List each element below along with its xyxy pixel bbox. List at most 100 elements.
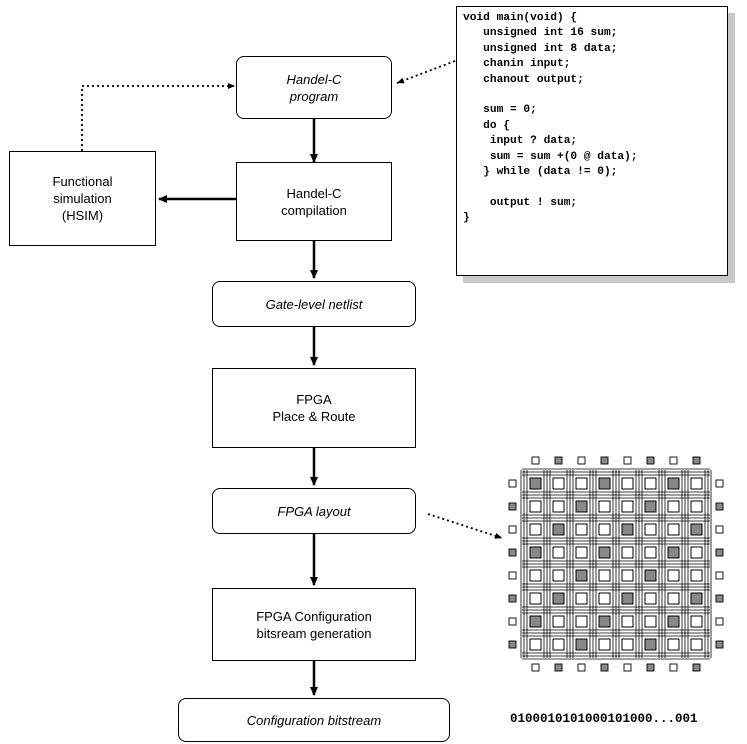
bitgen-line-1: FPGA Configuration bbox=[256, 608, 372, 624]
logic-block bbox=[598, 592, 611, 605]
io-pad bbox=[715, 594, 724, 603]
placeroute-line-1: FPGA bbox=[296, 392, 332, 407]
logic-block bbox=[667, 569, 680, 582]
io-pad bbox=[715, 617, 724, 626]
io-pad bbox=[669, 456, 678, 465]
logic-block bbox=[667, 523, 680, 536]
logic-block bbox=[621, 592, 634, 605]
code-line: chanin input; bbox=[463, 58, 571, 71]
program-line-1: Handel-C bbox=[286, 71, 342, 87]
logic-block bbox=[644, 500, 657, 513]
io-pad bbox=[646, 663, 655, 672]
handelc-code-listing: void main(void) { unsigned int 16 sum; u… bbox=[456, 6, 728, 276]
logic-block bbox=[644, 546, 657, 559]
logic-block bbox=[598, 569, 611, 582]
io-pad bbox=[715, 479, 724, 488]
logic-block bbox=[667, 546, 680, 559]
logic-block bbox=[575, 569, 588, 582]
io-pad bbox=[508, 617, 517, 626]
io-pad bbox=[531, 456, 540, 465]
code-line: unsigned int 16 sum; bbox=[463, 27, 618, 40]
logic-block bbox=[690, 569, 703, 582]
io-pad bbox=[508, 594, 517, 603]
logic-block bbox=[644, 592, 657, 605]
logic-block bbox=[621, 546, 634, 559]
io-pad bbox=[508, 479, 517, 488]
dotted-layout-fpga bbox=[427, 513, 503, 539]
code-line: do { bbox=[463, 119, 510, 132]
logic-block bbox=[552, 500, 565, 513]
io-pad bbox=[508, 548, 517, 557]
logic-block bbox=[575, 546, 588, 559]
simulation-line-1: Functional bbox=[52, 174, 113, 189]
io-pad bbox=[600, 663, 609, 672]
logic-block bbox=[690, 546, 703, 559]
code-line: sum = sum +(0 @ data); bbox=[463, 150, 638, 163]
logic-block bbox=[621, 569, 634, 582]
logic-block bbox=[621, 615, 634, 628]
logic-block bbox=[575, 592, 588, 605]
compilation-line-2: compilation bbox=[281, 202, 347, 218]
io-pad bbox=[623, 456, 632, 465]
io-pad bbox=[715, 548, 724, 557]
io-pad bbox=[508, 502, 517, 511]
logic-block bbox=[529, 592, 542, 605]
logic-block bbox=[598, 615, 611, 628]
logic-block bbox=[529, 477, 542, 490]
io-pad bbox=[692, 663, 701, 672]
code-line: output ! sum; bbox=[463, 196, 578, 209]
io-pad bbox=[669, 663, 678, 672]
compilation-line-1: Handel-C bbox=[286, 185, 342, 201]
io-pad bbox=[531, 663, 540, 672]
io-pad bbox=[508, 571, 517, 580]
logic-block bbox=[552, 569, 565, 582]
gate-level-netlist-box: Gate-level netlist bbox=[212, 281, 416, 327]
logic-block bbox=[529, 523, 542, 536]
logic-block bbox=[598, 546, 611, 559]
logic-block bbox=[644, 477, 657, 490]
logic-block bbox=[621, 523, 634, 536]
bitstream-label: Configuration bitstream bbox=[246, 712, 382, 728]
logic-block bbox=[644, 523, 657, 536]
logic-block bbox=[529, 615, 542, 628]
io-pad bbox=[600, 456, 609, 465]
netlist-label: Gate-level netlist bbox=[265, 296, 363, 312]
code-line bbox=[463, 88, 727, 103]
logic-block bbox=[690, 638, 703, 651]
logic-block bbox=[621, 500, 634, 513]
io-pad bbox=[646, 456, 655, 465]
logic-block bbox=[644, 638, 657, 651]
logic-block bbox=[575, 477, 588, 490]
io-pad bbox=[715, 640, 724, 649]
logic-block bbox=[667, 592, 680, 605]
logic-block bbox=[621, 638, 634, 651]
io-pad bbox=[508, 640, 517, 649]
logic-block bbox=[529, 638, 542, 651]
logic-block bbox=[667, 477, 680, 490]
io-pad bbox=[715, 571, 724, 580]
functional-simulation-box: Functional simulation (HSIM) bbox=[9, 151, 156, 246]
logic-block bbox=[690, 592, 703, 605]
logic-block bbox=[667, 500, 680, 513]
code-line: sum = 0; bbox=[463, 104, 537, 117]
simulation-line-2: simulation bbox=[53, 191, 112, 206]
logic-block bbox=[667, 638, 680, 651]
logic-block bbox=[598, 638, 611, 651]
logic-block bbox=[690, 500, 703, 513]
simulation-line-3: (HSIM) bbox=[61, 208, 104, 223]
logic-block bbox=[575, 500, 588, 513]
program-line-2: program bbox=[289, 88, 339, 104]
logic-block bbox=[575, 638, 588, 651]
logic-block bbox=[552, 638, 565, 651]
logic-block bbox=[690, 477, 703, 490]
code-line: input ? data; bbox=[463, 135, 578, 148]
logic-block bbox=[529, 500, 542, 513]
logic-block bbox=[552, 546, 565, 559]
logic-block bbox=[644, 569, 657, 582]
logic-block bbox=[598, 523, 611, 536]
logic-block bbox=[690, 523, 703, 536]
